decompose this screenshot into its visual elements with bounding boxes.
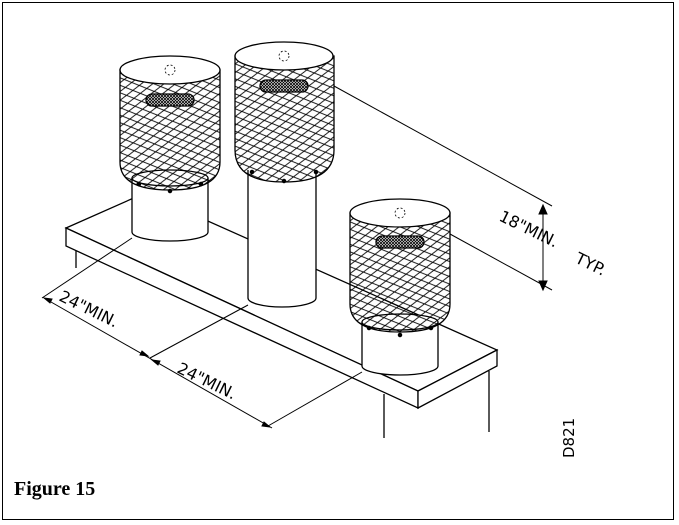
dim-label-height-b: TYP. [571, 248, 609, 279]
terminal-left [119, 55, 221, 242]
dim-label-left: 24"MIN. [56, 287, 121, 332]
terminal-right [349, 198, 451, 376]
dim-label-middle: 24"MIN. [174, 359, 239, 404]
dimension-lines [41, 85, 553, 429]
dim-label-height-a: 18"MIN. [496, 207, 561, 252]
terminal-center-tall [234, 41, 335, 308]
figure-frame [2, 2, 674, 520]
drawing-code: D821 [560, 418, 578, 458]
figure-caption: Figure 15 [14, 478, 96, 500]
